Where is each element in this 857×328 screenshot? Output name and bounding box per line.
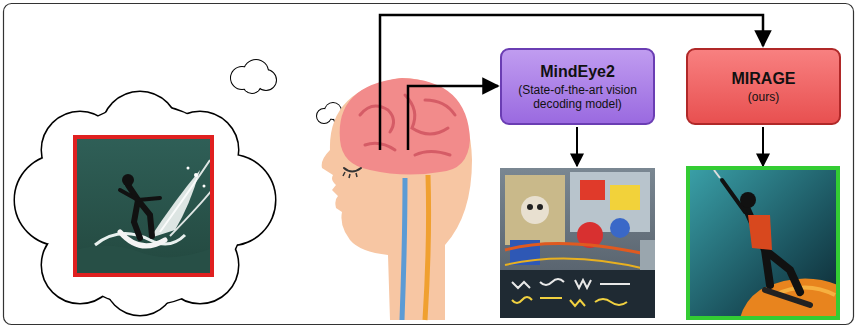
outer-frame	[4, 4, 854, 325]
output-arrow	[762, 127, 764, 166]
mirage-reconstruction	[688, 168, 838, 318]
model-box: MIRAGE (ours)	[686, 48, 841, 125]
small-cloud	[231, 60, 276, 93]
box-title: MindEye2	[540, 62, 615, 81]
thought-cloud	[15, 92, 275, 315]
box-subtitle: (ours)	[748, 90, 779, 104]
mindeye2-reconstruction	[500, 168, 655, 318]
output-arrow	[576, 127, 578, 166]
box-subtitle: (State-of-the-art vision decoding model)	[510, 83, 645, 111]
head-illustration	[322, 78, 472, 320]
box-title: MIRAGE	[732, 69, 796, 88]
signal-arrow	[408, 86, 498, 150]
surfer-photo	[75, 137, 212, 275]
model-box: MindEye2 (State-of-the-art vision decodin…	[500, 48, 655, 125]
